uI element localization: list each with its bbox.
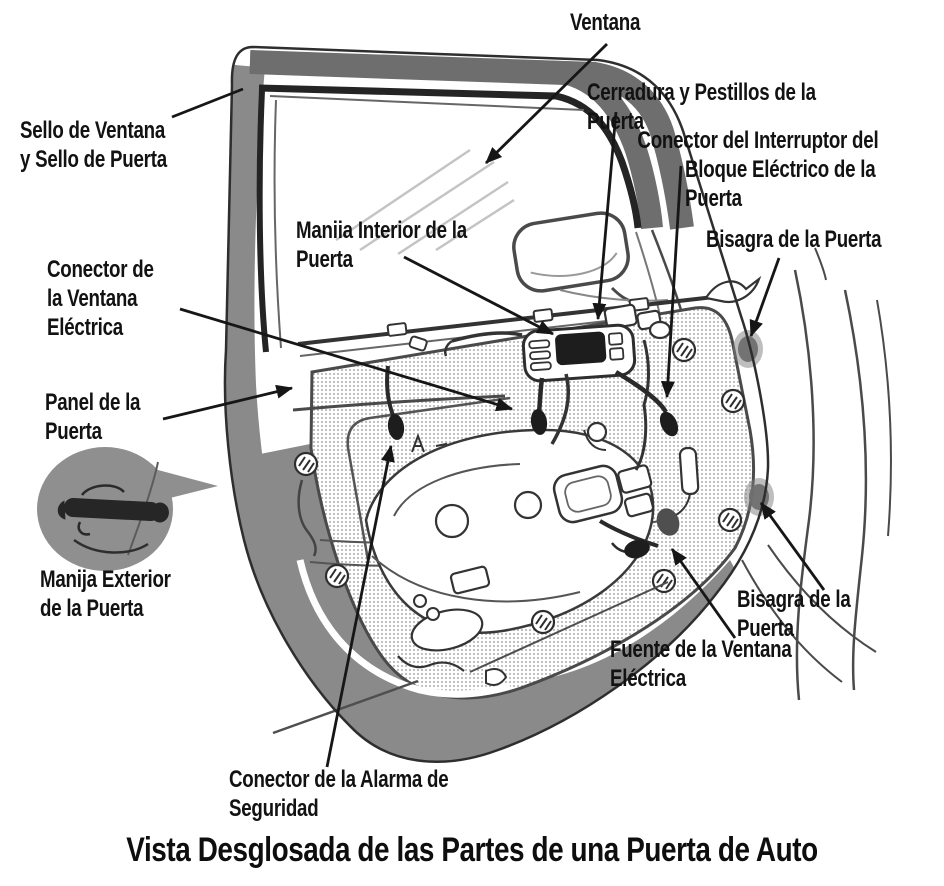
- armrest: [364, 421, 655, 634]
- lower-mechanisms: [397, 446, 700, 686]
- door-seal-left: [256, 89, 269, 353]
- exterior-handle-inset: [37, 447, 218, 571]
- label-alarma: Conector de la Alarma de Seguridad: [229, 766, 449, 822]
- interior-handle-bezel: [521, 323, 637, 383]
- skin-creases: [272, 581, 669, 735]
- leader-conector-ventana: [179, 307, 514, 412]
- label-manija-interior: Maniia Interior de la Puerta: [296, 217, 467, 273]
- label-bisagra-superior: Bisagra de la Puerta: [706, 226, 882, 253]
- door-lock-latch: [603, 303, 672, 471]
- label-bisagra-inferior: Bisagra de la Puerta: [737, 586, 851, 642]
- window-motor-connector: [656, 508, 680, 536]
- diagram-title: Vista Desglosada de las Partes de una Pu…: [126, 831, 818, 869]
- leader-alarma: [325, 444, 395, 768]
- power-lock-connector: [659, 411, 679, 437]
- leader-fuente: [670, 548, 737, 639]
- leader-bisagra-superior: [749, 257, 781, 338]
- label-manija-exterior: Manija Exterior de la Puerta: [40, 566, 171, 622]
- leader-bisagra-inferior: [759, 502, 826, 591]
- side-mirror: [512, 211, 669, 304]
- leader-manija-interior: [403, 255, 554, 336]
- leader-cerradura: [592, 111, 618, 321]
- door-outline: [223, 45, 770, 763]
- leader-ventana: [485, 43, 608, 164]
- window-connector: [530, 409, 548, 435]
- interior-handle: [555, 331, 607, 366]
- leader-sello: [171, 87, 244, 119]
- alarm-connector: [387, 414, 405, 440]
- exterior-handle: [57, 497, 169, 523]
- label-fuente: Fuente de la Ventana Eléctrica: [610, 636, 792, 692]
- label-sello: Sello de Ventana y Sello de Puerta: [20, 117, 167, 173]
- label-cerradura: Cerradura y Pestillos de la Puerta: [587, 79, 816, 135]
- leader-interruptor: [660, 165, 683, 399]
- window-seal: [258, 84, 642, 229]
- label-ventana: Ventana: [570, 9, 641, 36]
- label-conector-ventana: Conector de la Ventana Eléctrica: [47, 256, 154, 341]
- window-glass: [335, 148, 515, 256]
- leader-lines: [162, 43, 826, 768]
- leader-panel: [162, 384, 294, 421]
- label-panel: Panel de la Puerta: [45, 389, 141, 445]
- label-interruptor: Conector del Interruptor del Bloque Eléc…: [637, 127, 879, 212]
- wiring: [385, 331, 680, 559]
